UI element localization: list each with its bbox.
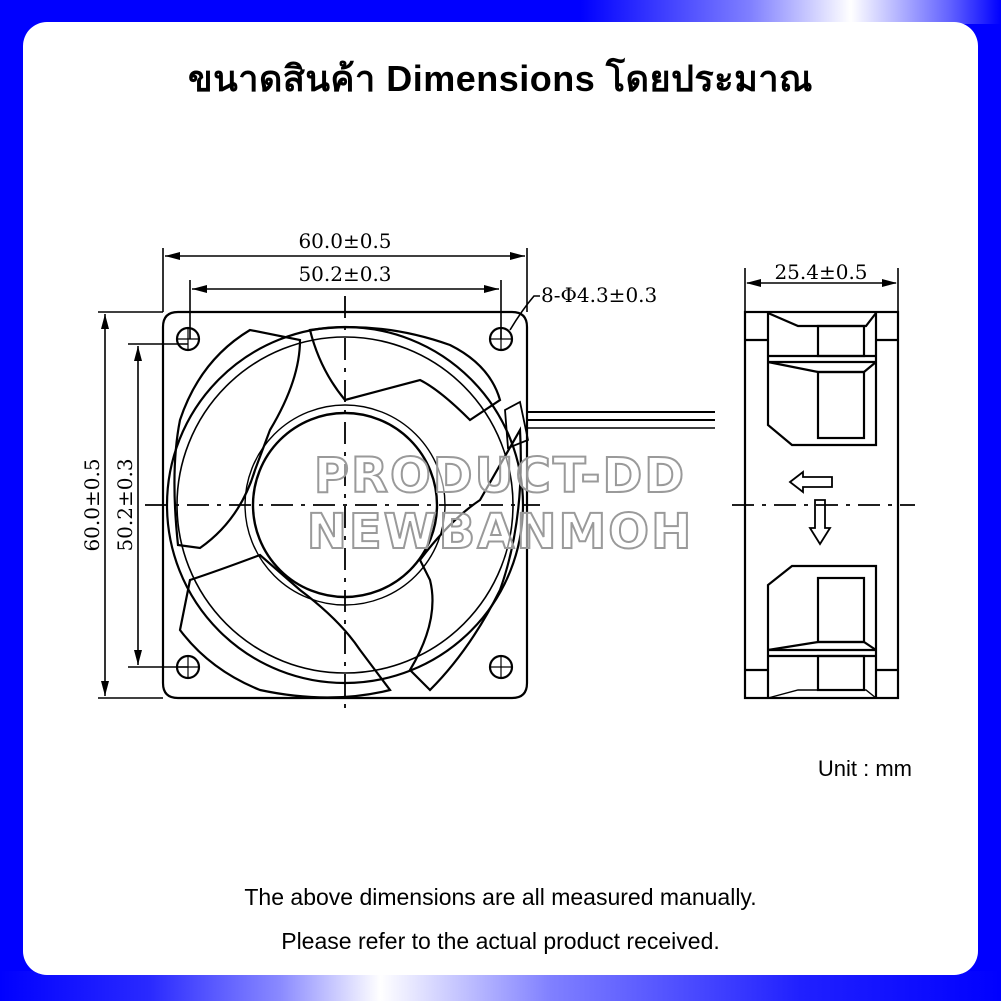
side-view [743,268,900,700]
mounting-holes-label: 8-Φ4.3±0.3 [541,283,657,307]
overall-height-label: 60.0±0.5 [80,458,104,551]
page-title: ขนาดสินค้า Dimensions โดยประมาณ [188,58,813,99]
arrow-down-icon [808,499,832,546]
hole-spacing-height-label: 50.2±0.3 [113,458,137,551]
arrow-left-icon [788,470,833,494]
depth-label: 25.4±0.5 [774,260,867,284]
watermark-line2: NEWBANMOH [307,504,694,560]
overall-width-label: 60.0±0.5 [298,229,391,253]
watermark-line1: PRODUCT-DD [314,448,686,504]
frame-top-gradient [0,0,1001,24]
fan-dimension-drawing: 60.0±0.5 50.2±0.3 8-Φ4.3±0.3 25.4±0.5 60… [80,229,915,710]
content-panel: ขนาดสินค้า Dimensions โดยประมาณ [23,22,978,975]
disclaimer-line1: The above dimensions are all measured ma… [244,884,757,910]
hole-spacing-width-label: 50.2±0.3 [298,262,391,286]
disclaimer-line2: Please refer to the actual product recei… [281,928,720,954]
unit-label: Unit : mm [817,756,912,781]
frame-bottom-gradient [0,971,1001,1001]
